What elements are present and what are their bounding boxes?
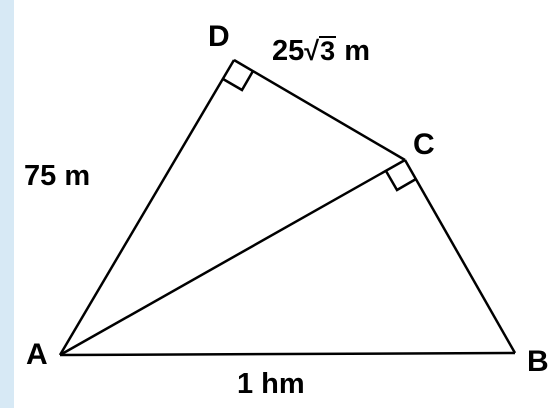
segment-ad <box>58 59 236 356</box>
side-length-dc: 25√3 m <box>272 36 370 66</box>
side-length-dc-unit: m <box>344 35 370 67</box>
side-length-ad: 75 m <box>24 160 91 192</box>
vertex-label-c: C <box>413 128 435 161</box>
segment-cb <box>403 159 517 354</box>
square-root-expression: √3 <box>304 36 337 66</box>
segment-ac <box>59 158 406 357</box>
vertex-label-d: D <box>208 20 230 53</box>
right-angle-mark-d <box>222 70 255 92</box>
side-length-dc-coefficient: 25 <box>272 35 305 67</box>
vertex-label-a: A <box>26 338 48 371</box>
segment-dc <box>233 58 406 162</box>
side-length-dc-radicand: 3 <box>319 36 337 66</box>
figure-panel <box>14 0 551 408</box>
vertex-label-b: B <box>527 345 549 378</box>
side-length-ab: 1 hm <box>237 368 305 400</box>
right-angle-mark-c <box>384 170 417 192</box>
radical-sign-icon: √ <box>304 36 320 66</box>
segment-ab <box>59 351 516 357</box>
